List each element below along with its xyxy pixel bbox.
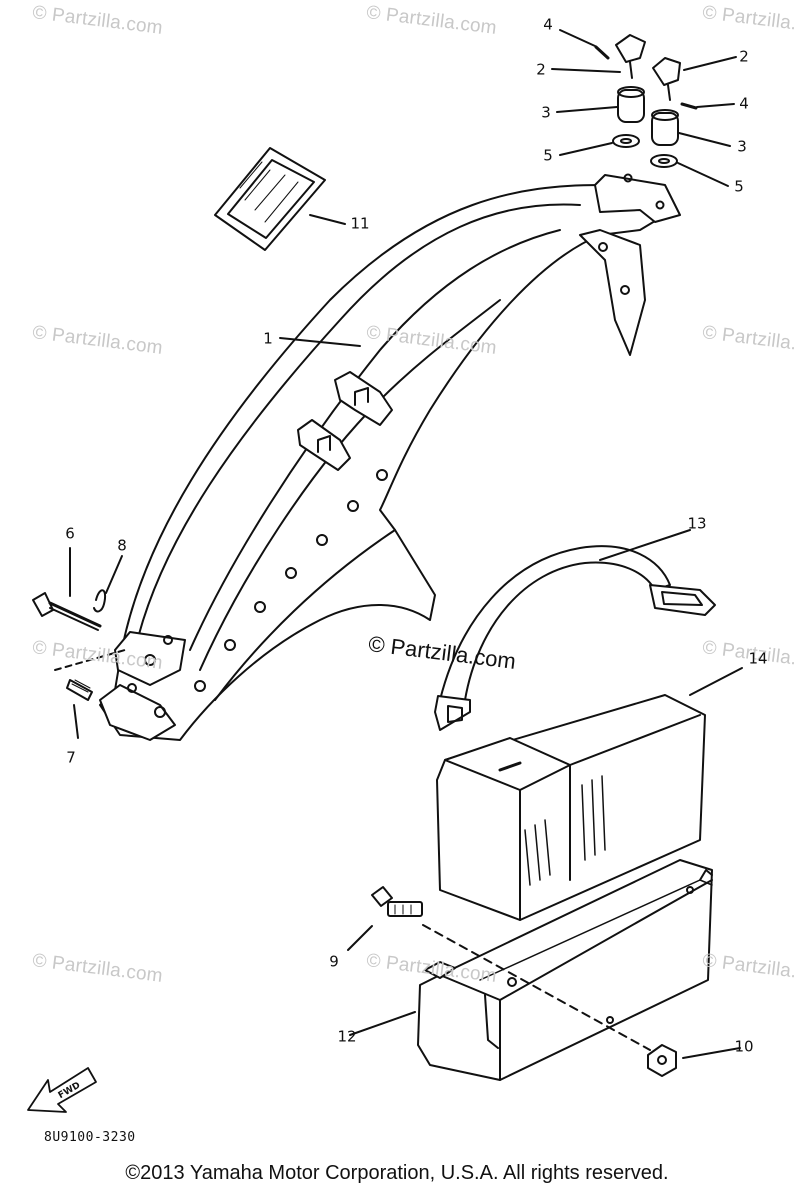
- callout-3: 3: [737, 137, 747, 156]
- drawing-code: 8U9100-3230: [44, 1130, 136, 1145]
- callout-8: 8: [117, 536, 127, 555]
- callout-13: 13: [687, 514, 707, 533]
- callout-7: 7: [66, 748, 76, 767]
- battery: [436, 667, 743, 921]
- forward-arrow-icon: FWD: [27, 1067, 97, 1113]
- callout-9: 9: [329, 952, 339, 971]
- grommet-hardware: [551, 29, 737, 187]
- callout-14: 14: [748, 649, 768, 668]
- callout-5: 5: [543, 146, 553, 165]
- callout-3: 3: [541, 103, 551, 122]
- callout-10: 10: [734, 1037, 754, 1056]
- reflector: [214, 147, 346, 251]
- callout-12: 12: [337, 1027, 357, 1046]
- callout-2: 2: [739, 47, 749, 66]
- callout-1: 1: [263, 329, 273, 348]
- battery-strap: [434, 529, 716, 731]
- callout-4: 4: [739, 94, 749, 113]
- battery-box: [349, 859, 713, 1081]
- callout-4: 4: [543, 15, 553, 34]
- copyright-notice: ©2013 Yamaha Motor Corporation, U.S.A. A…: [125, 1162, 669, 1184]
- callout-6: 6: [65, 524, 75, 543]
- callout-11: 11: [350, 214, 370, 233]
- callout-5: 5: [734, 177, 744, 196]
- mounting-pin-hardware: [32, 547, 126, 739]
- battery-box-fasteners: [347, 886, 741, 1077]
- rear-fender: [99, 173, 681, 741]
- callout-2: 2: [536, 60, 546, 79]
